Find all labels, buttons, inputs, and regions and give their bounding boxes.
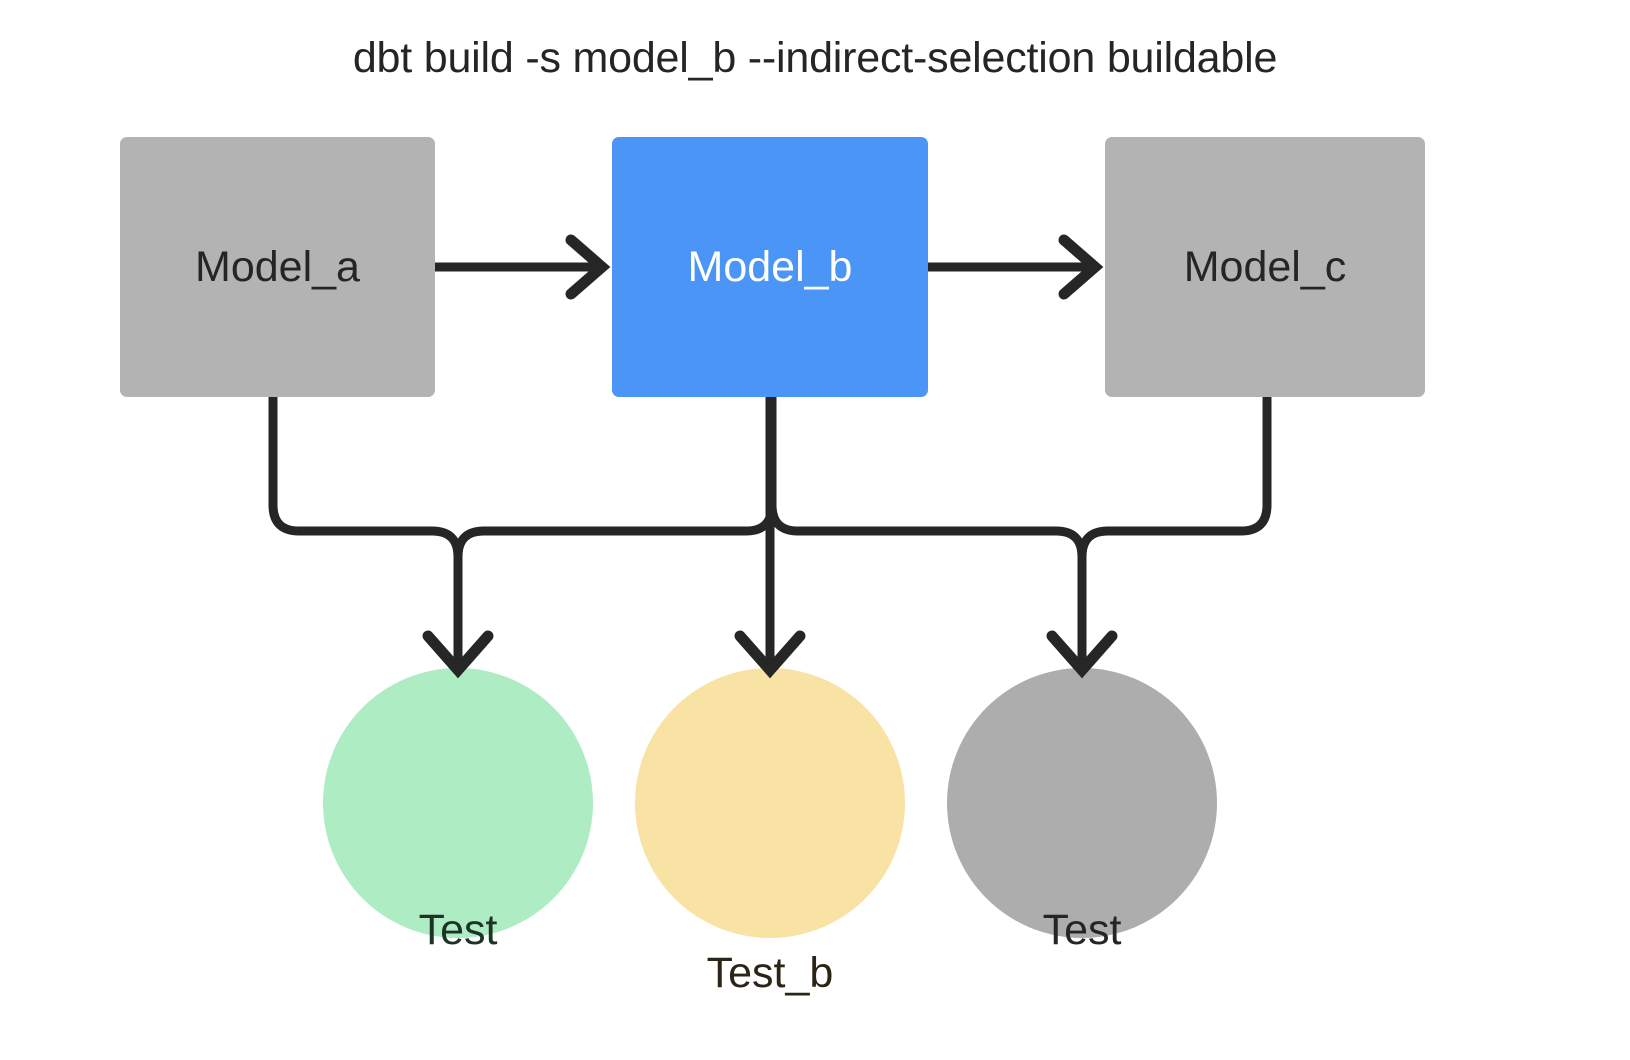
edge-model_b-to-test_bc [767,397,1087,668]
arrowhead-to-test_ab [422,630,494,679]
model-node-model_b[interactable] [612,137,928,397]
arrowheads [422,234,1118,679]
arrowhead-to-test_bc [1046,630,1118,679]
diagram-title: dbt build -s model_b --indirect-selectio… [352,34,1278,82]
arrowhead-to-test_b [734,630,806,679]
arrowhead-model_a-to-model_b [565,234,611,300]
test-node-test_b[interactable] [635,668,905,938]
edge-lines [268,262,1272,668]
edge-model_a-to-test_ab [268,397,463,668]
edge-model_b-to-test_ab [453,397,777,668]
edge-model_c-to-test_bc [1077,397,1272,668]
test-nodes [323,668,1217,938]
model-node-model_a[interactable] [120,137,435,397]
test-node-test_bc[interactable] [947,668,1217,938]
model-nodes [120,137,1425,397]
model-node-model_c[interactable] [1105,137,1425,397]
test-node-test_ab[interactable] [323,668,593,938]
arrowhead-model_b-to-model_c [1058,234,1104,300]
